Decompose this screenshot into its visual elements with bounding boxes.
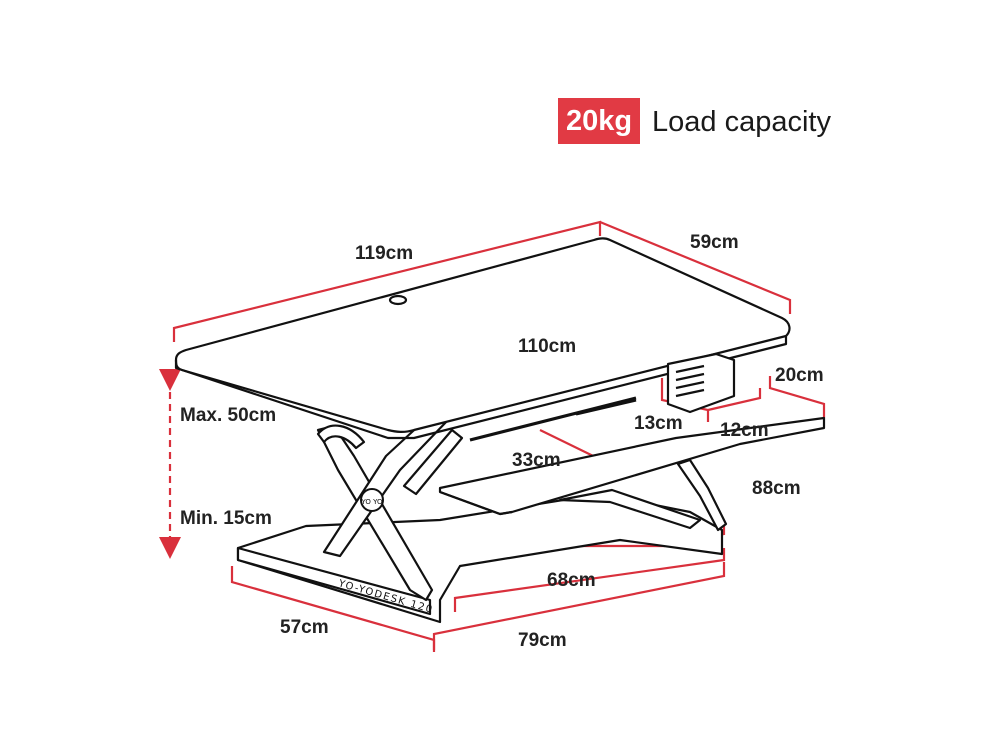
dim-line-base-depth <box>230 566 436 652</box>
tray-brace <box>558 488 702 530</box>
load-capacity-badge: 20kg <box>558 98 640 144</box>
gas-spring <box>402 428 464 496</box>
svg-text:YO YO: YO YO <box>360 498 383 506</box>
dim-label-max-height: Max. 50cm <box>180 405 277 426</box>
release-handle <box>316 424 366 450</box>
dim-label-top-depth: 59cm <box>690 232 739 253</box>
dim-line-top-width <box>172 220 602 342</box>
dim-label-base-depth: 57cm <box>280 617 329 638</box>
under-desk-rail <box>469 396 637 442</box>
dim-line-keyboard-depth <box>768 376 826 418</box>
desk-drawing <box>174 237 826 624</box>
desk-top-thickness <box>174 336 788 440</box>
dim-label-keyboard-depth: 20cm <box>775 365 824 386</box>
load-capacity-label: Load capacity <box>652 106 831 138</box>
dim-label-keyboard-width: 88cm <box>752 478 801 499</box>
dim-label-base-inner: 68cm <box>547 570 596 591</box>
keyboard-tray-edge <box>439 490 513 516</box>
dim-label-top-width: 119cm <box>355 243 414 264</box>
dim-line-top-depth <box>599 220 792 314</box>
dim-label-cutout-12: 12cm <box>720 420 769 441</box>
dim-line-base-inner <box>453 548 726 612</box>
dim-label-cutout-13: 13cm <box>634 413 683 434</box>
bracket-slots <box>675 364 705 398</box>
brand-logo: YO YO <box>360 488 384 512</box>
dim-label-desk-front: 110cm <box>518 336 577 357</box>
dim-label-keyboard-inner: 33cm <box>512 450 561 471</box>
dim-label-base-width: 79cm <box>518 630 567 651</box>
grommet <box>388 294 408 306</box>
base-front-strip <box>236 546 432 616</box>
dim-label-min-height: Min. 15cm <box>180 508 272 529</box>
